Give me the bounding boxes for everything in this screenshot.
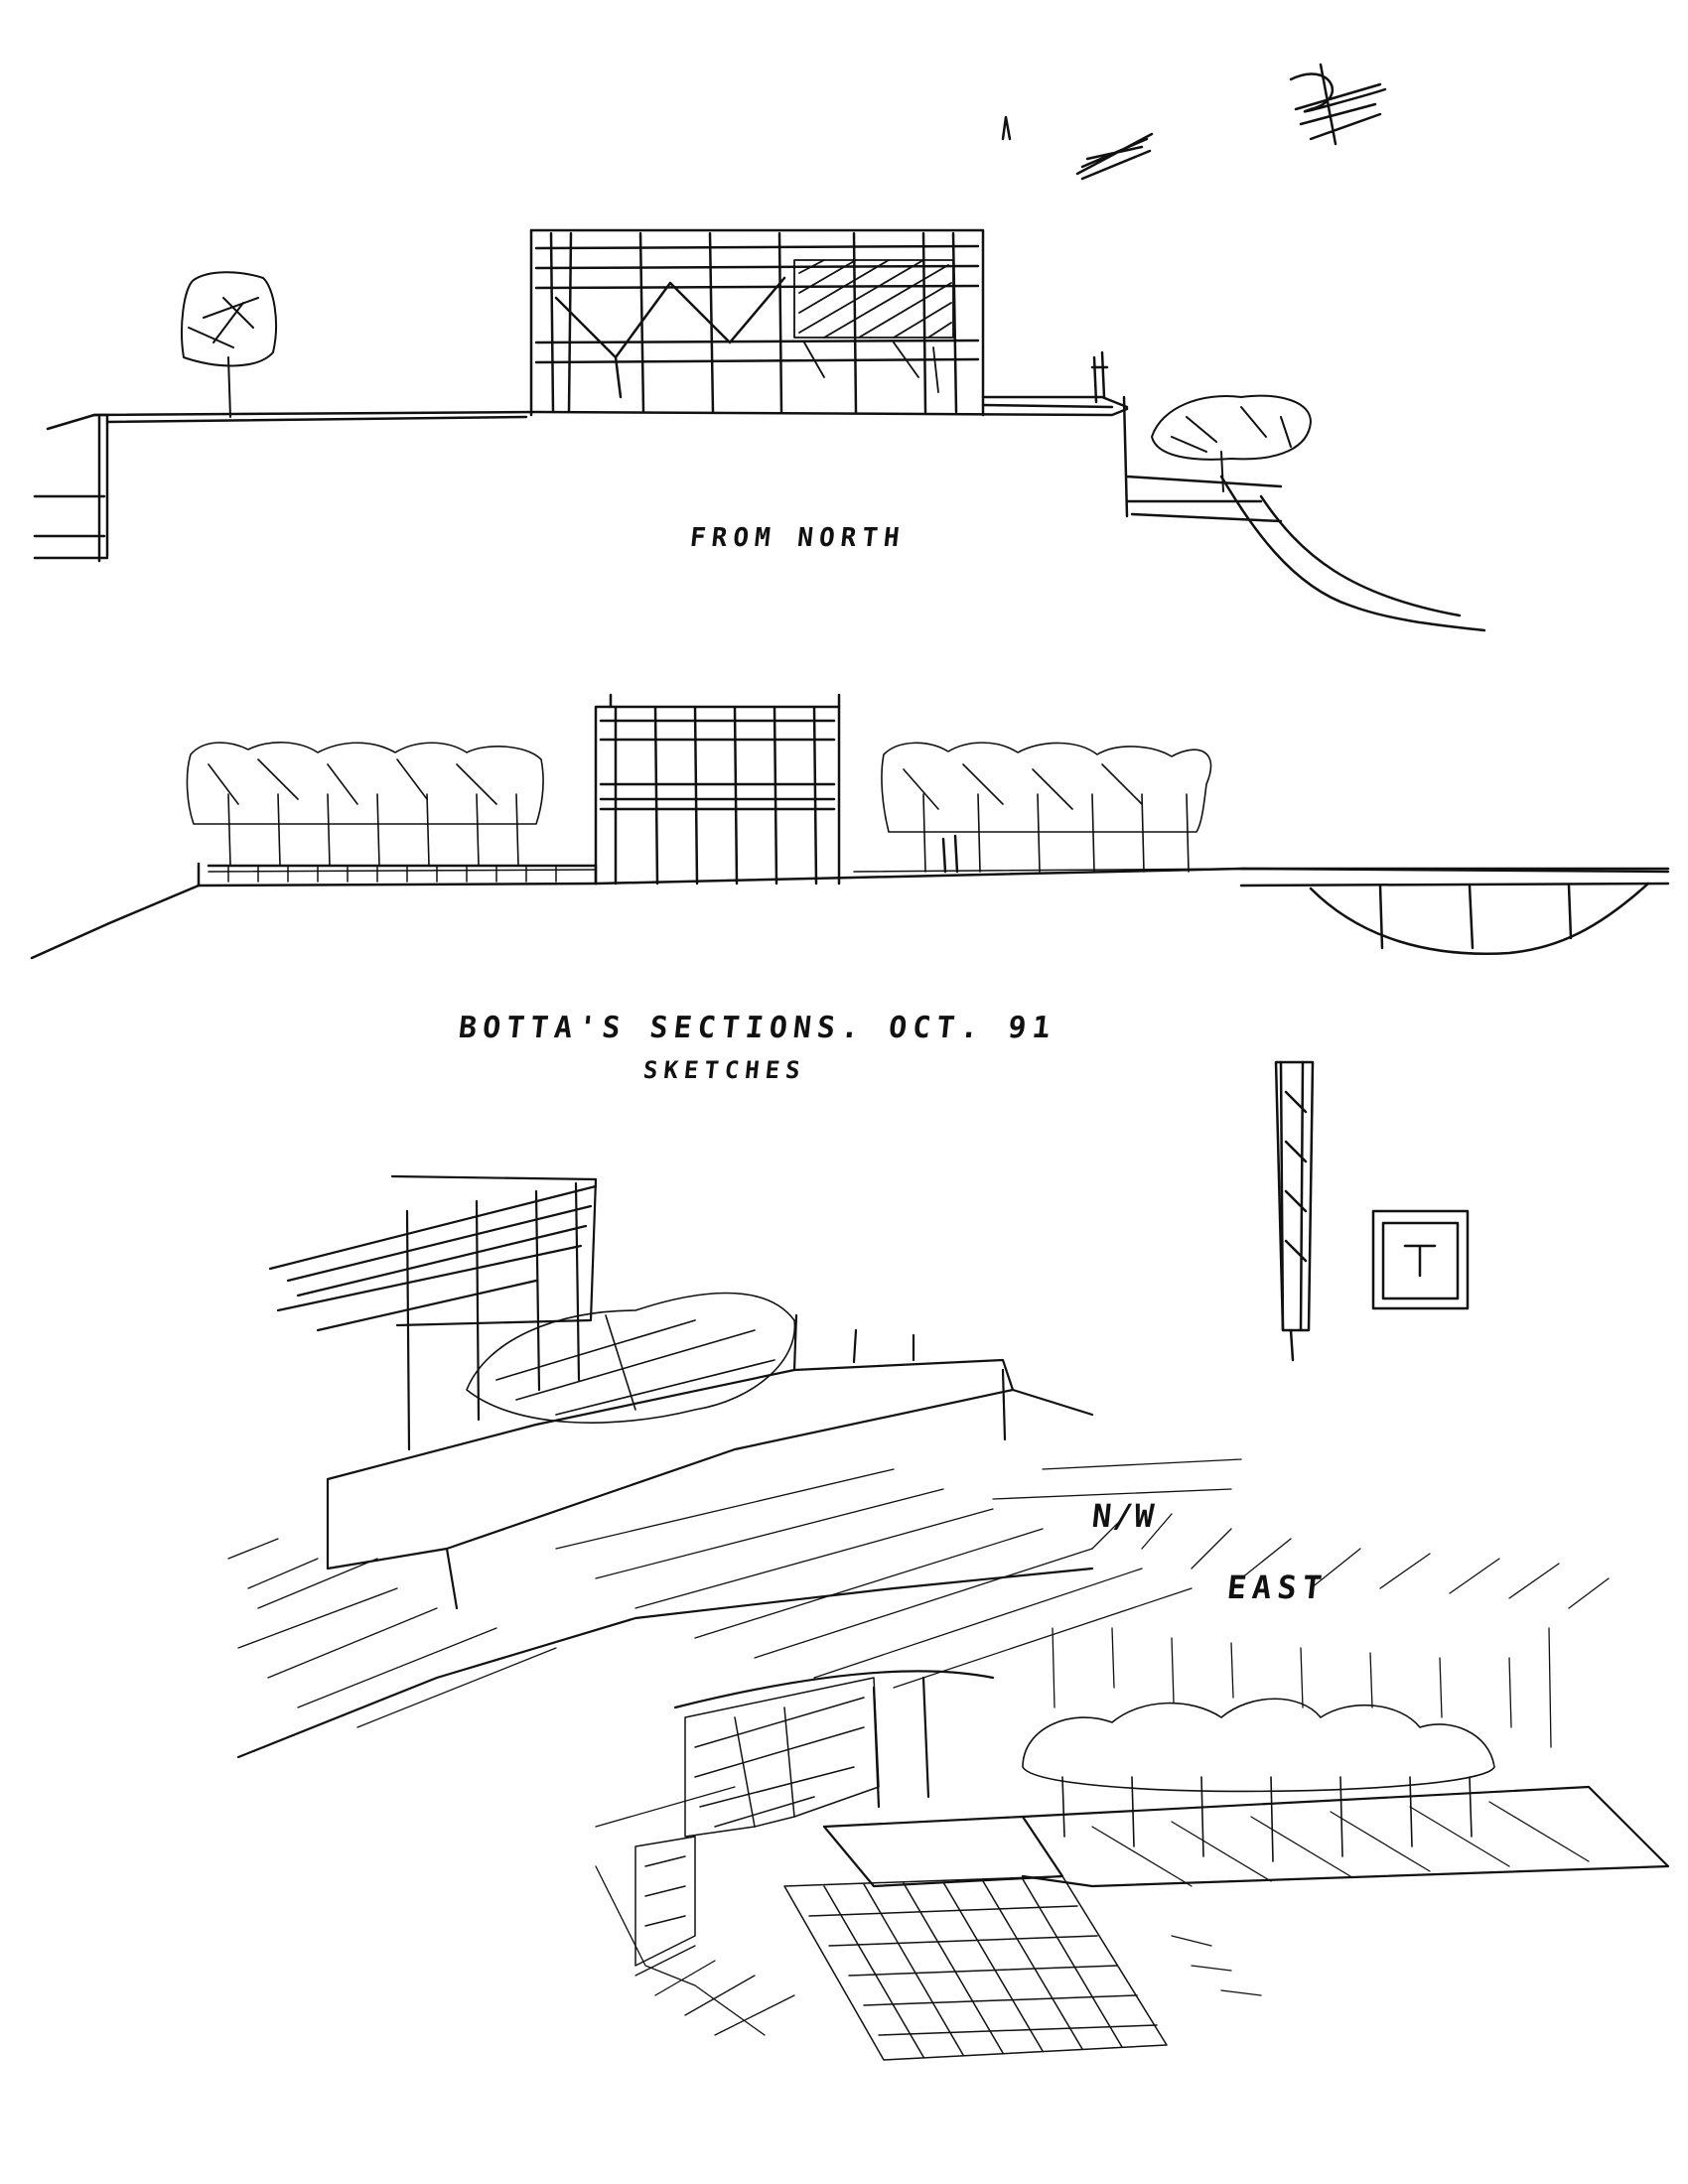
north-arrow-icon [1003,65,1385,179]
north-section-drawing [35,230,1484,630]
sheet-title: BOTTA'S SECTIONS. OCT. 91 [457,1011,1058,1045]
nw-view-label: N/W [1090,1497,1158,1535]
northwest-perspective-drawing [228,1176,1609,1757]
east-perspective-drawing [596,1628,1668,2060]
column-detail-drawing [1276,1062,1468,1360]
east-view-label: EAST [1225,1569,1331,1606]
second-section-drawing [32,695,1668,958]
from-north-label: FROM NORTH [688,523,908,553]
sheet-subtitle: SKETCHES [641,1056,808,1084]
